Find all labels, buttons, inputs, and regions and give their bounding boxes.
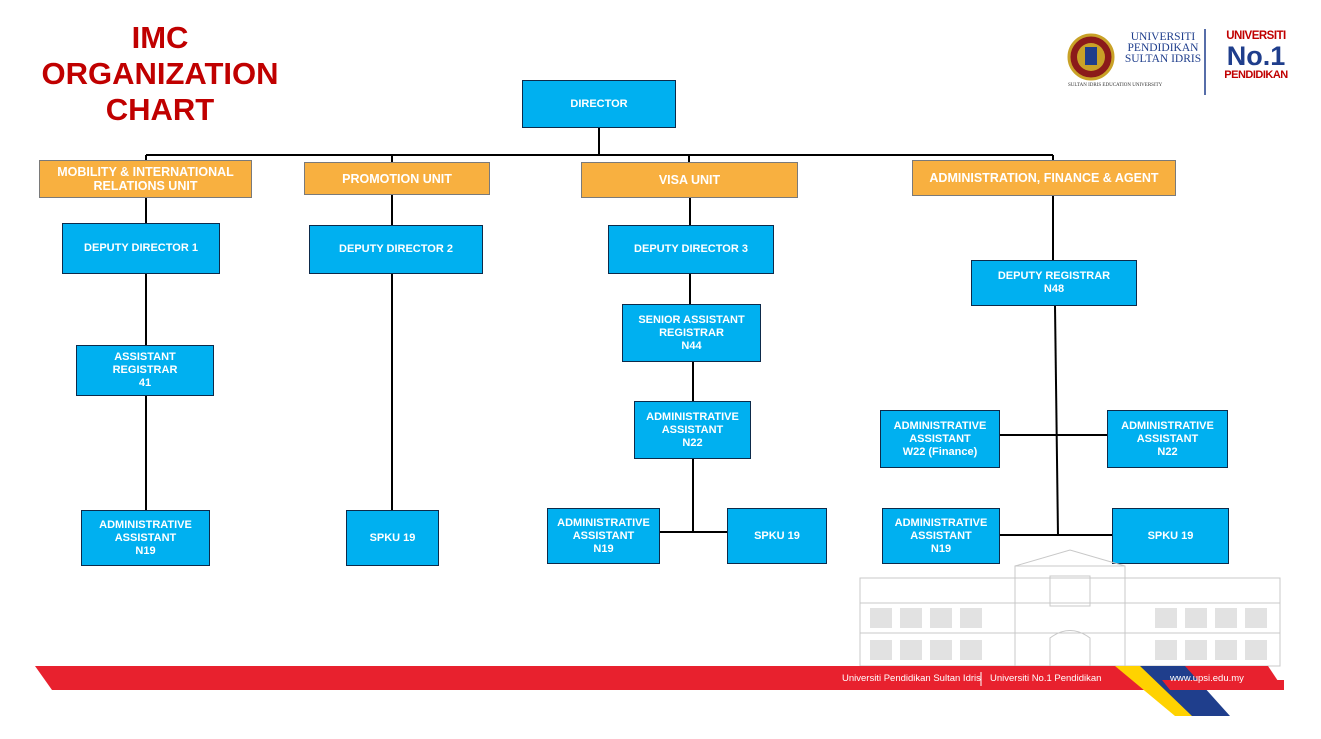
node-spku-visa: SPKU 19 <box>727 508 827 564</box>
footer-tagline: Universiti No.1 Pendidikan <box>990 673 1102 684</box>
logo-area: UNIVERSITI PENDIDIKAN SULTAN IDRIS SULTA… <box>1066 27 1296 97</box>
node-mobility-unit: MOBILITY & INTERNATIONAL RELATIONS UNIT <box>39 160 252 198</box>
node-deputy-director-3: DEPUTY DIRECTOR 3 <box>608 225 774 274</box>
upsi-name-2: PENDIDIKAN <box>1127 42 1199 54</box>
building-illustration-icon <box>859 549 1281 667</box>
upsi-name-3: SULTAN IDRIS <box>1124 53 1202 65</box>
footer-url[interactable]: www.upsi.edu.my <box>1170 673 1244 684</box>
node-director: DIRECTOR <box>522 80 676 128</box>
node-visa-unit: VISA UNIT <box>581 162 798 198</box>
node-spku-admin: SPKU 19 <box>1112 508 1229 564</box>
upsi-crest-icon <box>1067 29 1206 95</box>
footer-upsi-name: Universiti Pendidikan Sultan Idris <box>842 673 981 684</box>
no1-line-2: No.1 <box>1226 41 1286 71</box>
node-deputy-director-1: DEPUTY DIRECTOR 1 <box>62 223 220 274</box>
node-spku-promotion: SPKU 19 <box>346 510 439 566</box>
title-line-2: ORGANIZATION <box>41 56 279 91</box>
node-deputy-director-2: DEPUTY DIRECTOR 2 <box>309 225 483 274</box>
page-title: IMC ORGANIZATION CHART <box>40 20 280 128</box>
upsi-subtitle: SULTAN IDRIS EDUCATION UNIVERSITY <box>1068 83 1163 88</box>
title-line-1: IMC <box>131 20 189 55</box>
upsi-name-1: UNIVERSITI <box>1130 31 1196 43</box>
node-admin-unit: ADMINISTRATION, FINANCE & AGENT <box>912 160 1176 196</box>
title-line-3: CHART <box>105 92 215 127</box>
node-promotion-unit: PROMOTION UNIT <box>304 162 490 195</box>
no1-line-3: PENDIDIKAN <box>1224 69 1288 81</box>
no1-line-1: UNIVERSITI <box>1226 30 1286 42</box>
